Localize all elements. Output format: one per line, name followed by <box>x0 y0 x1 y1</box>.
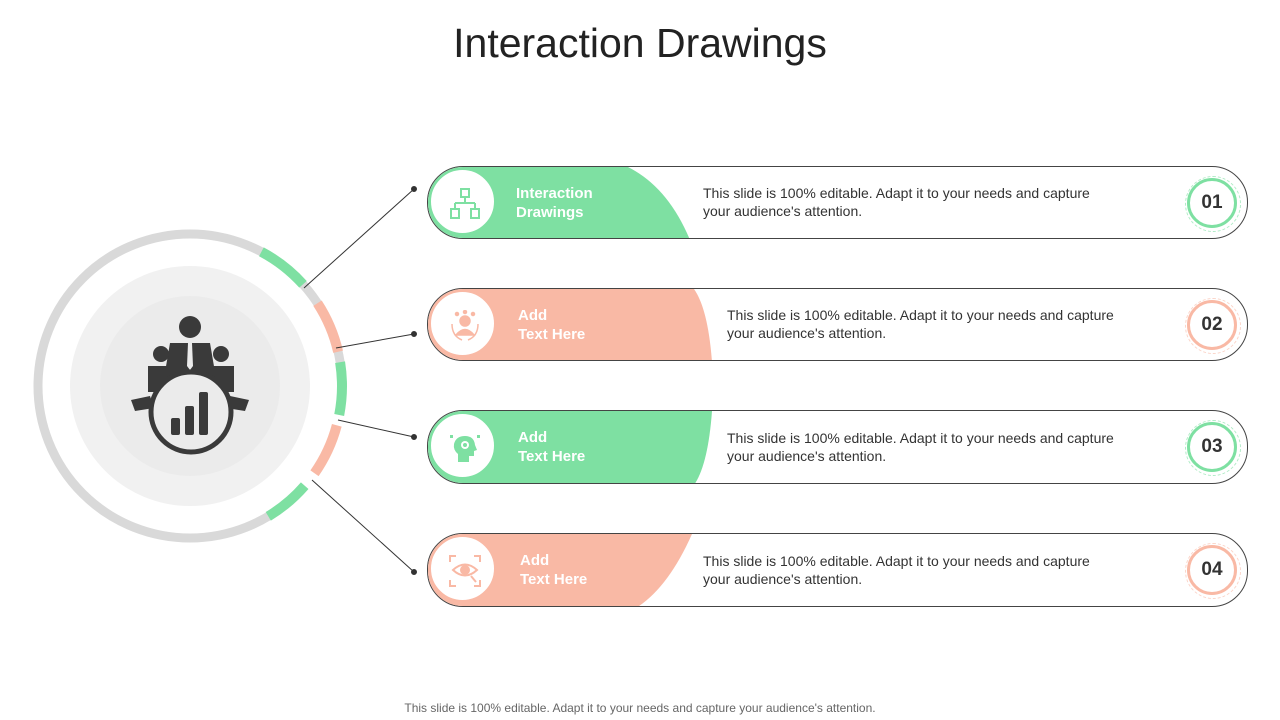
item-number-badge: 01 <box>1185 176 1241 232</box>
arc-segment-3 <box>334 361 347 416</box>
team-growth-chart-icon <box>131 316 249 455</box>
item-number: 01 <box>1201 192 1223 213</box>
item-description-line-2: your audience's attention. <box>727 325 887 341</box>
item-icon-circle <box>429 168 496 235</box>
item-label-line-1: Add <box>518 429 548 446</box>
item-description: This slide is 100% editable. Adapt it to… <box>703 552 1153 588</box>
item-label-line-1: Interaction <box>516 185 593 202</box>
item-description: This slide is 100% editable. Adapt it to… <box>727 306 1177 342</box>
list-item: Add Text Here This slide is 100% editabl… <box>427 410 1248 484</box>
item-label: Add Text Here <box>518 428 648 466</box>
item-description-line-2: your audience's attention. <box>727 448 887 464</box>
arc-segment-2 <box>313 300 343 354</box>
item-description-line-1: This slide is 100% editable. Adapt it to… <box>703 553 1090 569</box>
item-description-line-2: your audience's attention. <box>703 571 863 587</box>
item-description-line-1: This slide is 100% editable. Adapt it to… <box>703 185 1090 201</box>
connector-lines <box>303 186 417 575</box>
item-description: This slide is 100% editable. Adapt it to… <box>727 429 1177 465</box>
item-label-line-2: Text Here <box>518 326 586 343</box>
item-number-badge: 04 <box>1185 543 1241 599</box>
item-number-badge: 02 <box>1185 298 1241 354</box>
item-number: 03 <box>1201 436 1223 457</box>
connector-line-2 <box>335 333 415 349</box>
list-item: Interaction Drawings This slide is 100% … <box>427 166 1248 239</box>
slide-title: Interaction Drawings <box>453 20 827 66</box>
connector-line-4 <box>311 479 415 573</box>
eye-scan-icon <box>449 555 481 587</box>
item-label: Add Text Here <box>520 551 650 589</box>
list-item: Add Text Here This slide is 100% editabl… <box>427 288 1248 361</box>
item-description-line-1: This slide is 100% editable. Adapt it to… <box>727 430 1114 446</box>
connector-dot-4 <box>411 569 417 575</box>
arc-segment-4 <box>310 423 342 477</box>
item-description: This slide is 100% editable. Adapt it to… <box>703 184 1153 220</box>
item-description-line-2: your audience's attention. <box>703 203 863 219</box>
item-icon-circle <box>429 535 496 602</box>
connector-line-1 <box>303 188 415 289</box>
item-description-line-1: This slide is 100% editable. Adapt it to… <box>727 307 1114 323</box>
arc-segment-1 <box>258 247 307 288</box>
item-icon-circle <box>429 290 496 357</box>
list-item: Add Text Here This slide is 100% editabl… <box>427 533 1248 607</box>
connector-dot-2 <box>411 331 417 337</box>
item-number: 04 <box>1201 559 1223 580</box>
connector-dot-3 <box>411 434 417 440</box>
award-person-icon <box>451 310 479 341</box>
item-label-line-1: Add <box>518 307 548 324</box>
item-number: 02 <box>1201 314 1223 335</box>
item-label-line-1: Add <box>520 552 550 569</box>
item-label-line-2: Drawings <box>516 204 584 221</box>
item-label: Interaction Drawings <box>516 184 646 222</box>
item-label-line-2: Text Here <box>518 448 586 465</box>
item-label-line-2: Text Here <box>520 571 588 588</box>
item-label: Add Text Here <box>518 306 648 344</box>
footer-note: This slide is 100% editable. Adapt it to… <box>404 701 876 715</box>
arc-segment-5 <box>265 482 309 521</box>
connector-dot-1 <box>411 186 417 192</box>
arc-segments <box>258 247 347 521</box>
item-number-badge: 03 <box>1185 420 1241 476</box>
org-chart-icon <box>450 188 480 219</box>
connector-line-3 <box>337 419 415 438</box>
item-icon-circle <box>429 412 496 479</box>
head-gear-icon <box>450 435 480 462</box>
